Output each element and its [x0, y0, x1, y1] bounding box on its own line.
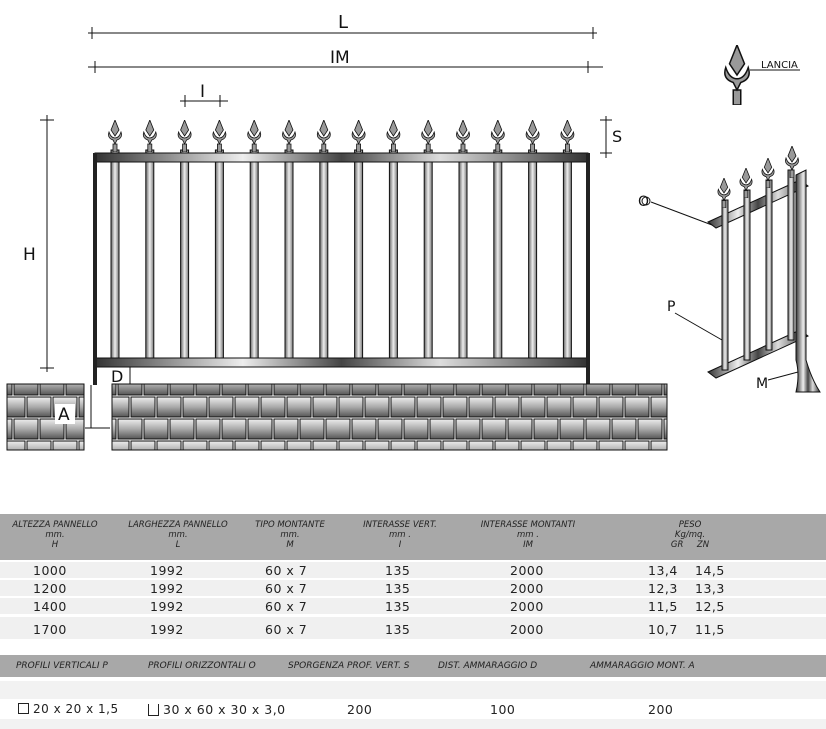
- table-cell: 1992: [150, 622, 184, 637]
- picket: [458, 149, 468, 363]
- table-cell: 10,7: [648, 622, 678, 637]
- label-lancia: LANCIA: [761, 60, 798, 71]
- picket: [319, 149, 329, 363]
- picket: [110, 149, 120, 363]
- table-cell: 12,5: [695, 599, 725, 614]
- table-cell: 1992: [150, 581, 184, 596]
- channel-profile-icon: [148, 704, 159, 716]
- anchor-dimension-lines: [85, 385, 110, 429]
- table-cell: 13,3: [695, 581, 725, 596]
- spear-tip-icon: [351, 120, 366, 152]
- table-cell: 1000: [33, 563, 67, 578]
- spear-tip-icon: [560, 120, 575, 152]
- table-row: 1200 1992 60 x 7 135 2000 12,3 13,3: [0, 580, 826, 596]
- table-row: 1000 1992 60 x 7 135 2000 13,4 14,5: [0, 562, 826, 578]
- table-cell: 60 x 7: [265, 622, 308, 637]
- lancia-spear-icon: [723, 45, 751, 105]
- table-cell: 135: [385, 563, 411, 578]
- square-tube-icon: [18, 703, 29, 714]
- table-row: 1400 1992 60 x 7 135 2000 11,5 12,5: [0, 598, 826, 614]
- table-cell: 2000: [510, 581, 544, 596]
- picket: [493, 149, 503, 363]
- spear-tip-icon: [177, 120, 192, 152]
- table-cell: 12,3: [648, 581, 678, 596]
- table-cell: 14,5: [695, 563, 725, 578]
- table-cell: 2000: [510, 599, 544, 614]
- label-a: A: [58, 405, 70, 425]
- spear-tip-icon: [456, 120, 470, 152]
- table-cell: 60 x 7: [265, 599, 308, 614]
- table-cell: 1992: [150, 563, 184, 578]
- label-o: O: [638, 194, 649, 210]
- picket: [354, 149, 364, 363]
- table-cell: 60 x 7: [265, 581, 308, 596]
- picket: [562, 149, 572, 363]
- fence-pickets: [108, 120, 575, 363]
- table-cell: 135: [385, 599, 411, 614]
- label-p: P: [667, 299, 675, 315]
- spear-tip-icon: [142, 120, 157, 152]
- spear-tip-icon: [282, 120, 296, 152]
- profiles-row: 20 x 20 x 1,5 30 x 60 x 30 x 3,0 200 100…: [0, 701, 826, 717]
- picket: [214, 149, 224, 363]
- profiles-table-header: PROFILI VERTICALI P PROFILI ORIZZONTALI …: [0, 655, 826, 677]
- dimension-lines: [40, 27, 612, 385]
- label-l: L: [338, 12, 348, 33]
- spear-tip-icon: [386, 120, 401, 152]
- table-row: 1700 1992 60 x 7 135 2000 10,7 11,5: [0, 617, 826, 639]
- brick-wall: [6, 383, 668, 451]
- profiles-table: PROFILI VERTICALI P PROFILI ORIZZONTALI …: [0, 655, 826, 729]
- picket: [249, 149, 259, 363]
- picket: [145, 149, 155, 363]
- table-cell: 2000: [510, 563, 544, 578]
- picket: [180, 149, 190, 363]
- picket: [528, 149, 538, 363]
- table-cell: 60 x 7: [265, 563, 308, 578]
- table-cell: 11,5: [648, 599, 678, 614]
- spear-tip-icon: [525, 120, 540, 152]
- table-cell: 11,5: [695, 622, 725, 637]
- spear-tip-icon: [421, 120, 436, 152]
- table-cell: 135: [385, 581, 411, 596]
- fence-drawing: L IM I S H D A LANCIA O P M: [6, 12, 821, 451]
- picket: [388, 149, 398, 363]
- post-right: [586, 153, 590, 385]
- spear-tip-icon: [316, 120, 331, 152]
- top-rail: [94, 152, 589, 163]
- bottom-rail: [94, 357, 589, 368]
- picket: [423, 149, 433, 363]
- table-cell: 1400: [33, 599, 67, 614]
- table-cell: 1992: [150, 599, 184, 614]
- perspective-detail: [650, 146, 821, 393]
- spear-tip-icon: [212, 120, 227, 152]
- label-im: IM: [330, 48, 350, 68]
- post-left: [93, 153, 97, 385]
- label-a-background: [55, 404, 75, 424]
- label-h: H: [23, 245, 36, 265]
- table-cell: 1700: [33, 622, 67, 637]
- table-cell: 13,4: [648, 563, 678, 578]
- label-s: S: [612, 127, 622, 146]
- label-m: M: [756, 376, 768, 392]
- label-d: D: [111, 367, 123, 386]
- picket: [284, 149, 294, 363]
- label-i: I: [200, 82, 205, 102]
- table-cell: 1200: [33, 581, 67, 596]
- spear-tip-icon: [247, 120, 262, 152]
- table-cell: 135: [385, 622, 411, 637]
- spear-tip-icon: [108, 120, 122, 152]
- spear-tip-icon: [490, 120, 505, 152]
- table-cell: 2000: [510, 622, 544, 637]
